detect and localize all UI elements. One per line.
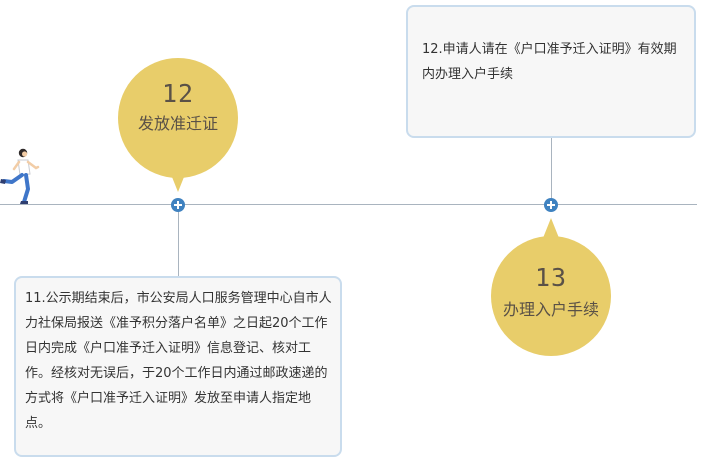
- step-13-node[interactable]: [544, 198, 558, 212]
- step-12-number: 12: [161, 79, 195, 108]
- step-13-bubble: 13 办理入户手续: [491, 236, 611, 356]
- step-12-connector: [178, 205, 179, 276]
- step-13-detail-box: 12.申请人请在《户口准予迁入证明》有效期内办理入户手续: [406, 5, 696, 138]
- step-13-detail-text: 12.申请人请在《户口准予迁入证明》有效期内办理入户手续: [422, 42, 677, 82]
- step-13-bubble-tail: [543, 218, 559, 238]
- timeline-line: [0, 204, 697, 205]
- step-12-bubble-tail: [170, 172, 186, 192]
- step-12-bubble: 12 发放准迁证: [118, 58, 238, 178]
- step-13-connector: [551, 138, 552, 200]
- step-12-node[interactable]: [171, 198, 185, 212]
- step-12-detail-box: 11.公示期结束后，市公安局人口服务管理中心自市人力社保局报送《准予积分落户名单…: [14, 276, 342, 457]
- step-13-title: 办理入户手续: [502, 300, 599, 319]
- step-12-detail-text: 11.公示期结束后，市公安局人口服务管理中心自市人力社保局报送《准予积分落户名单…: [25, 291, 332, 431]
- running-person-icon: [0, 148, 40, 204]
- step-12-title: 发放准迁证: [137, 114, 218, 133]
- step-13-number: 13: [534, 263, 568, 292]
